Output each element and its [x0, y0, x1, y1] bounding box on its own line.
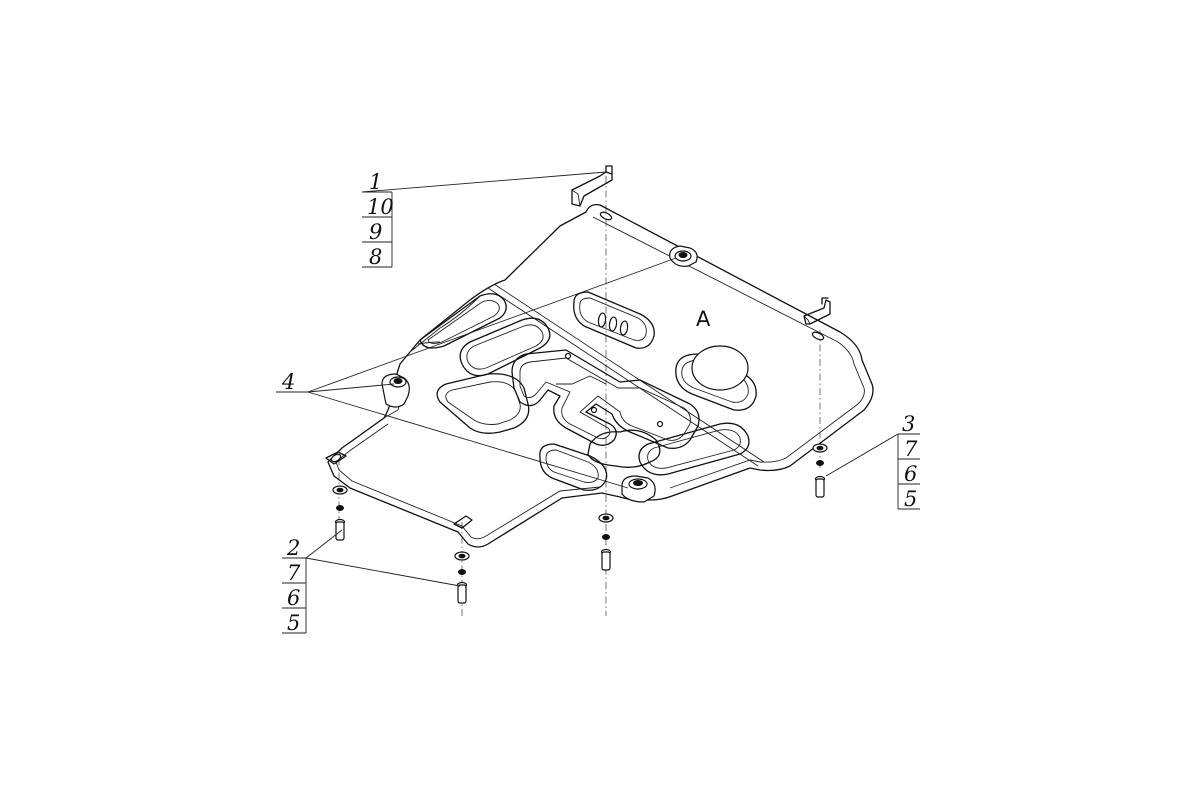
callout-3: 3 7 6 5: [897, 412, 920, 511]
callout-2: 2 7 6 5: [282, 536, 307, 635]
boss-top: [669, 245, 698, 267]
center-lines: [338, 176, 821, 618]
label-6: 6: [287, 586, 300, 610]
leader-lines: [305, 171, 899, 587]
plate-slots: [419, 291, 757, 491]
label-7: 7: [287, 561, 301, 585]
label-1: 1: [369, 170, 382, 194]
label-7-right: 7: [904, 437, 918, 461]
mounting-slots: [330, 211, 825, 463]
marker-a: A: [696, 307, 711, 331]
label-6-right: 6: [904, 462, 917, 486]
label-8: 8: [369, 245, 382, 269]
label-9: 9: [369, 220, 382, 244]
plate-tabs: [325, 451, 473, 529]
fastener-right: [812, 443, 828, 498]
bracket-right: [803, 297, 831, 325]
fastener-lower-left: [454, 551, 470, 604]
label-3: 3: [902, 412, 915, 436]
label-4: 4: [281, 370, 295, 394]
label-5-right: 5: [904, 487, 917, 511]
bracket-front: [571, 165, 613, 207]
boss-bottom: [621, 475, 656, 503]
fastener-center: [598, 513, 614, 571]
skid-plate: [327, 204, 874, 548]
label-10: 10: [367, 195, 394, 219]
callout-1: 1 10 9 8: [362, 170, 394, 269]
boss-left: [381, 373, 410, 408]
label-5: 5: [287, 611, 300, 635]
vent-marks: [597, 312, 629, 336]
callout-4: 4: [276, 370, 308, 394]
label-2: 2: [286, 536, 300, 560]
